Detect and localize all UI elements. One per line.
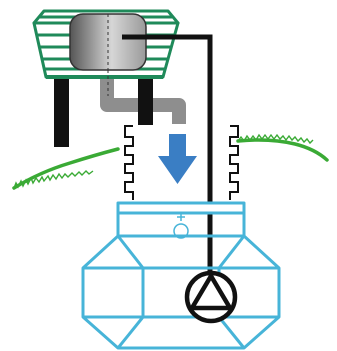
filter-cylinder	[69, 13, 147, 71]
support-post-right	[138, 79, 153, 125]
excavation-wall-left	[124, 125, 134, 200]
excavation-wall-right	[229, 125, 239, 200]
grass-left	[12, 147, 120, 190]
grass-right	[236, 133, 329, 162]
support-post-left	[54, 79, 69, 147]
discharge-pipe	[122, 34, 213, 272]
flow-arrow	[158, 134, 197, 184]
pump-icon	[184, 270, 238, 324]
plus-circle-icon	[173, 213, 189, 239]
